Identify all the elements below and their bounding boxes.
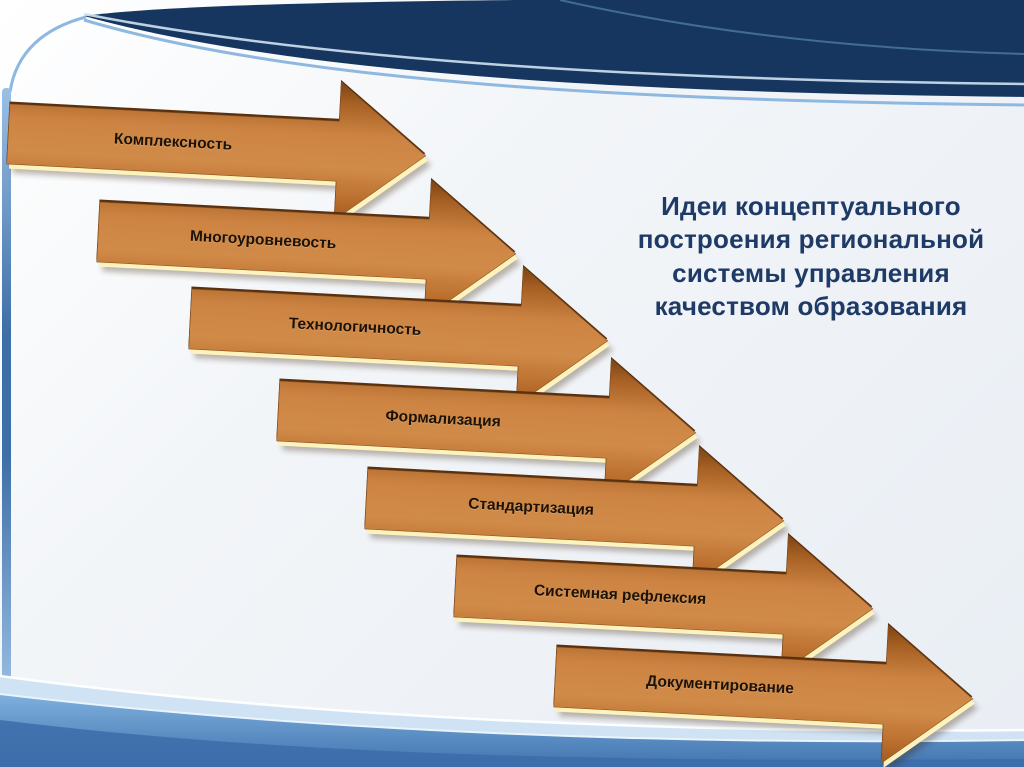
slide-title: Идеи концептуального построения регионал… [637,191,985,321]
top-right-arc [559,0,1024,55]
arrow-step-7: Документирование [551,592,979,767]
